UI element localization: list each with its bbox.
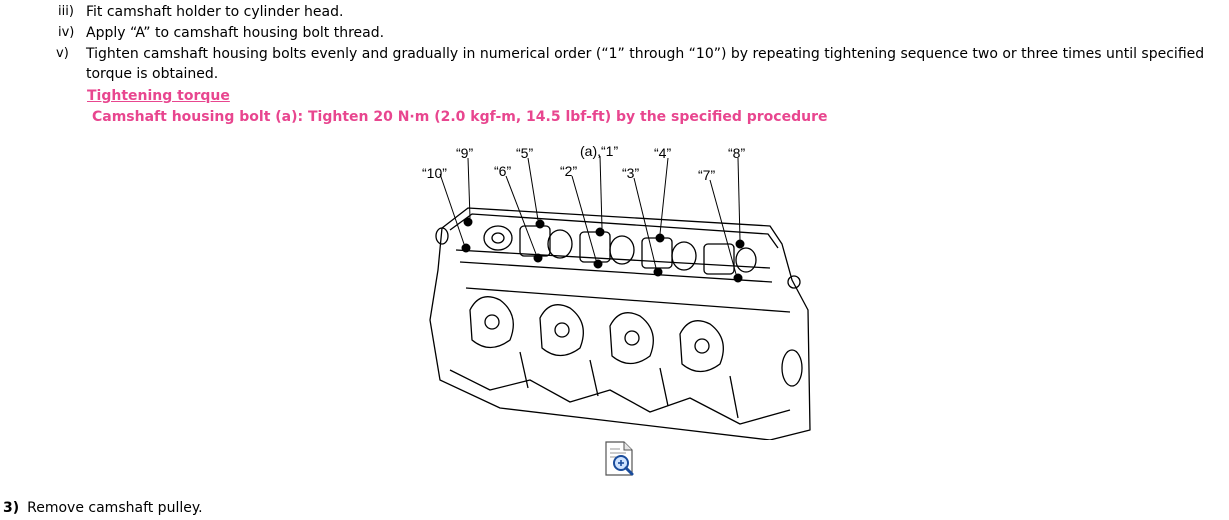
step-text-continued: torque is obtained. (86, 66, 219, 82)
cylinder-head-drawing: “9” “5” (a),“1” “4” “8” “10” “6” “2” “3”… (422, 143, 811, 440)
tightening-torque-link[interactable]: Tightening torque (87, 88, 230, 104)
bolt-label-7: “7” (698, 167, 715, 183)
step-number: 3) (3, 500, 20, 516)
step-number: iv) (58, 25, 75, 40)
bolt-label-8: “8” (728, 145, 745, 161)
bolt-label-9: “9” (456, 145, 473, 161)
bolt-label-10: “10” (422, 165, 447, 181)
bolt-label-5: “5” (516, 145, 533, 161)
step-v: v) Tighten camshaft housing bolts evenly… (56, 44, 1216, 84)
bolt-label-4: “4” (654, 145, 671, 161)
step-text: Tighten camshaft housing bolts evenly an… (86, 46, 1205, 62)
bolt-label-2: “2” (560, 163, 577, 179)
bolt-label-3: “3” (622, 165, 639, 181)
bolt-label-6: “6” (494, 163, 511, 179)
step-text: Fit camshaft holder to cylinder head. (86, 4, 344, 20)
step-number: v) (56, 46, 69, 61)
torque-spec: Camshaft housing bolt (a): Tighten 20 N·… (92, 109, 828, 125)
step-number: iii) (58, 4, 74, 19)
step-iv: iv) Apply “A” to camshaft housing bolt t… (56, 23, 1216, 43)
housing-bolts (461, 217, 745, 283)
procedure-steps: iii) Fit camshaft holder to cylinder hea… (56, 2, 1216, 85)
step-3: 3) Remove camshaft pulley. (3, 498, 203, 518)
step-text: Remove camshaft pulley. (27, 500, 203, 516)
bolt-label-1: (a),“1” (580, 143, 618, 159)
step-text: Apply “A” to camshaft housing bolt threa… (86, 25, 385, 41)
leader-lines (439, 155, 741, 275)
magnify-page-icon[interactable] (604, 441, 636, 477)
cylinder-head-outline (429, 207, 811, 440)
step-iii: iii) Fit camshaft holder to cylinder hea… (56, 2, 1216, 22)
camshaft-housing-figure: “9” “5” (a),“1” “4” “8” “10” “6” “2” “3”… (410, 140, 820, 440)
